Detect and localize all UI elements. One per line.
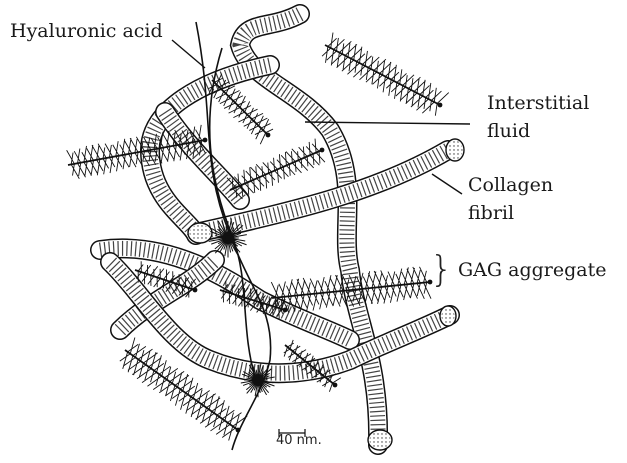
fibril-cut-end-stipple	[190, 225, 211, 242]
gag-aggregate-end	[320, 148, 325, 153]
gag-aggregate-brace: }	[430, 250, 453, 290]
label-hyaluronic-acid: Hyaluronic acid	[10, 20, 163, 43]
label-gag-aggregate: GAG aggregate	[458, 259, 606, 282]
gag-aggregate-end	[203, 138, 208, 143]
fibril-cut-end-stipple	[442, 308, 455, 325]
gag-aggregate-end	[266, 133, 271, 138]
gag-aggregate-end	[236, 428, 241, 433]
leader-collagen-fibril	[432, 174, 462, 194]
label-collagen-fibril-line2: fibril	[468, 202, 514, 225]
scale-bar-label: 40 nm.	[276, 433, 322, 448]
label-interstitial-fluid-line1: Interstitial	[487, 92, 589, 115]
gag-aggregate-end	[193, 288, 198, 293]
gag-aggregate	[322, 33, 449, 116]
gag-aggregate-end	[283, 308, 288, 313]
gag-aggregate-end	[333, 383, 338, 388]
gag-aggregate-end	[438, 103, 443, 108]
label-interstitial-fluid-line2: fluid	[487, 120, 530, 143]
collagen-fibril	[165, 112, 240, 200]
fibril-cut-end-stipple	[448, 141, 463, 160]
label-collagen-fibril-line1: Collagen	[468, 174, 553, 197]
fibril-cut-end-stipple	[370, 432, 391, 449]
